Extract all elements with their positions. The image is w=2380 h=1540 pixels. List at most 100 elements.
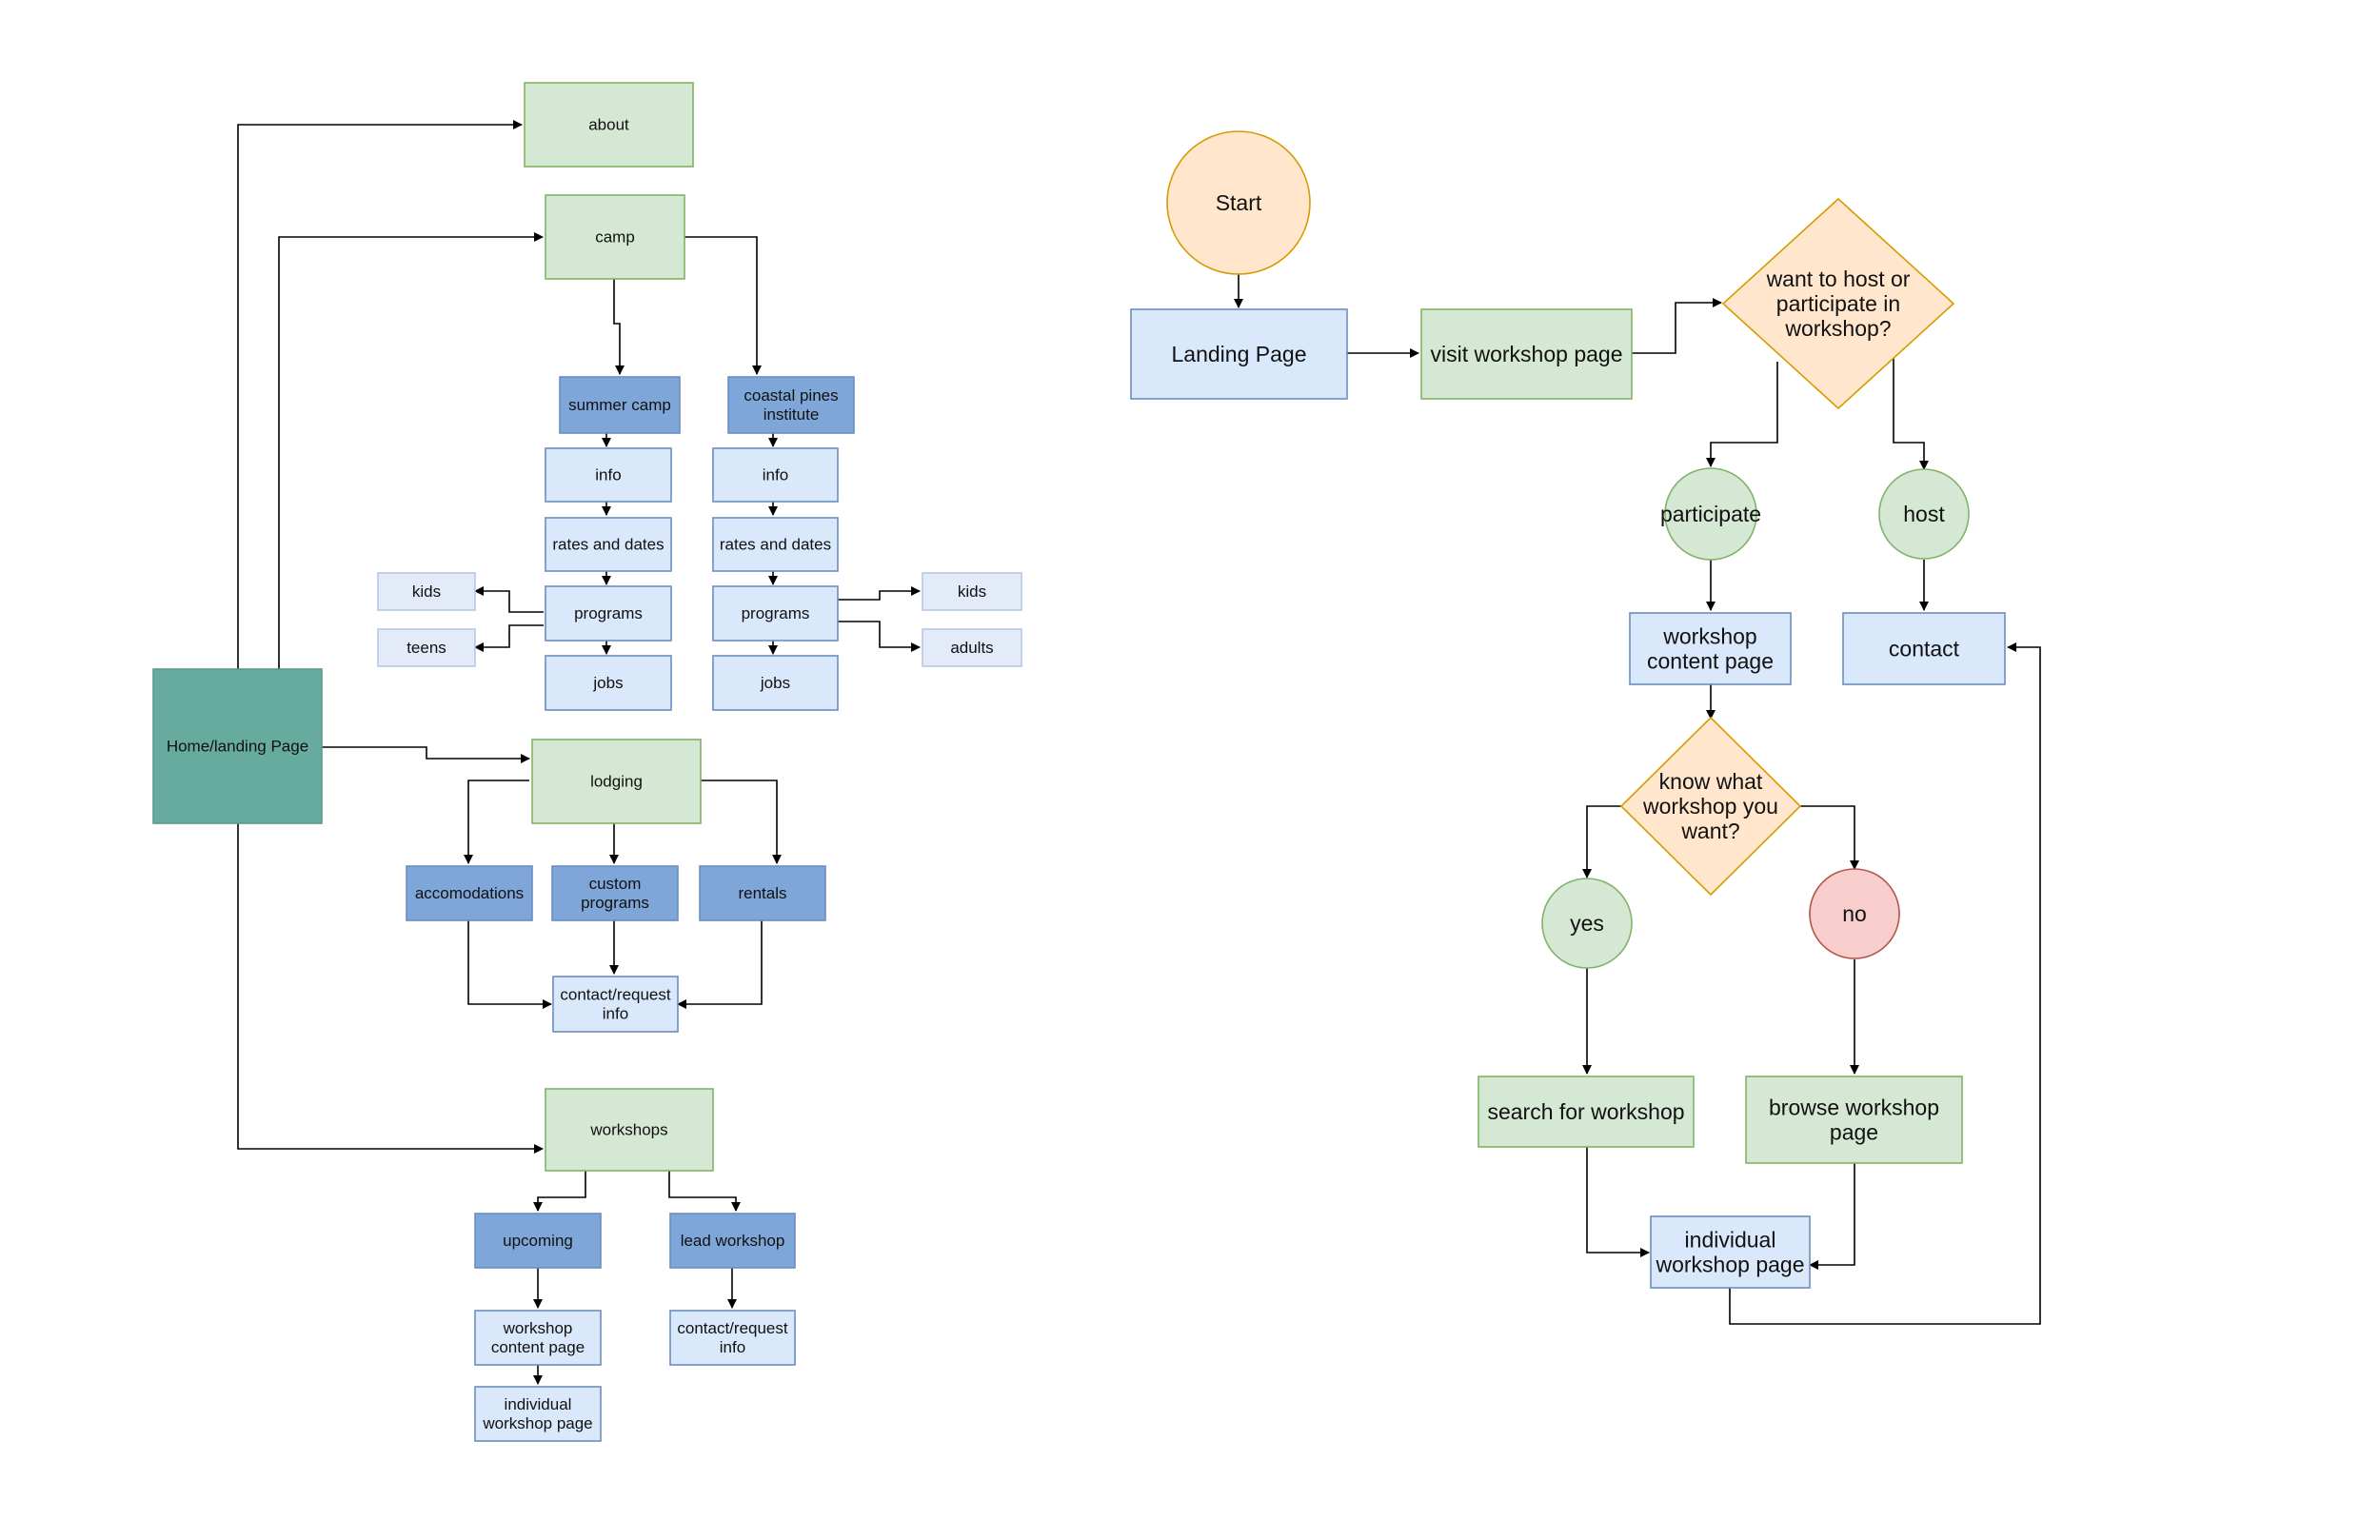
visit-workshop-page-node-label: visit workshop page — [1431, 342, 1623, 366]
summer-camp-node-label-line: summer camp — [568, 396, 671, 414]
upcoming-node-label-line: upcoming — [503, 1232, 573, 1250]
edge-sc-kids — [474, 586, 544, 613]
lodging-node-shape — [531, 739, 702, 824]
start-node-shape — [1166, 130, 1311, 275]
coastal-pines-rates-node: rates and dates — [712, 517, 839, 572]
coastal-pines-institute-node-shape — [727, 376, 855, 434]
summer-camp-jobs-node-label-line: jobs — [592, 674, 623, 692]
edge-home-lodging — [322, 746, 530, 763]
summer-camp-jobs-node-shape — [545, 655, 672, 711]
start-node-label: Start — [1216, 190, 1262, 215]
contact-node: contact — [1842, 612, 2006, 685]
workshop-content-page-node-flow-label-line: content page — [1647, 649, 1774, 674]
edge-camp-coastal — [684, 236, 762, 375]
yes-node: yes — [1541, 878, 1633, 969]
summer-camp-info-node-shape — [545, 447, 672, 503]
rentals-node-shape — [699, 865, 826, 921]
rentals-node-label: rentals — [738, 884, 786, 902]
search-for-workshop-node-label-line: search for workshop — [1487, 1099, 1684, 1124]
contact-node-label: contact — [1889, 637, 1960, 661]
landing-page-node: Landing Page — [1130, 308, 1348, 400]
summer-camp-kids-node-label: kids — [412, 582, 441, 601]
host-node-label-line: host — [1903, 502, 1945, 526]
coastal-pines-adults-node: adults — [922, 628, 1022, 667]
edge-know-yes — [1582, 805, 1623, 879]
edge-workshops-lead — [668, 1171, 741, 1212]
workshop-content-page-node-shape — [474, 1310, 602, 1366]
coastal-pines-programs-node-label-line: programs — [742, 604, 810, 622]
summer-camp-teens-node-label-line: teens — [407, 639, 446, 657]
summer-camp-rates-node-label-line: rates and dates — [552, 536, 664, 554]
no-node-shape — [1809, 868, 1900, 959]
landing-page-node-shape — [1130, 308, 1348, 400]
edge-individual-contact — [1729, 642, 2041, 1325]
edge-home-camp — [278, 232, 544, 669]
coastal-pines-adults-node-label: adults — [950, 639, 993, 657]
workshop-content-page-node-label-line: workshop — [503, 1319, 573, 1337]
edge-rentals-contact — [677, 920, 763, 1009]
decision-host-or-participate-label-line: want to host or — [1766, 267, 1911, 291]
summer-camp-programs-node: programs — [545, 585, 672, 642]
home-landing-page-node-label-line: Home/landing Page — [167, 738, 308, 756]
home-landing-page-node-shape — [152, 668, 323, 824]
individual-workshop-page-node-flow-label-line: individual — [1685, 1228, 1776, 1253]
summer-camp-jobs-node-label: jobs — [592, 674, 623, 692]
coastal-pines-programs-node-shape — [712, 585, 839, 642]
summer-camp-teens-node: teens — [377, 628, 476, 667]
upcoming-node-shape — [474, 1213, 602, 1269]
summer-camp-rates-node-label: rates and dates — [552, 536, 664, 554]
host-node-shape — [1878, 468, 1970, 560]
edge-lodging-accomodations — [464, 780, 529, 864]
lodging-contact-request-node-label-line: contact/request — [560, 986, 671, 1004]
yes-node-label-line: yes — [1570, 911, 1604, 936]
individual-workshop-page-node-flow-shape — [1650, 1215, 1811, 1289]
edge-home-about — [237, 120, 523, 669]
flowchart-connectors — [1234, 274, 2041, 1325]
summer-camp-rates-node: rates and dates — [545, 517, 672, 572]
lead-workshop-contact-node-label-line: contact/request — [677, 1319, 788, 1337]
start-node-label-line: Start — [1216, 190, 1262, 215]
browse-workshop-page-node-label-line: page — [1830, 1120, 1878, 1145]
browse-workshop-page-node-label-line: browse workshop — [1769, 1096, 1939, 1120]
decision-host-or-participate-label-line: participate in — [1776, 291, 1900, 316]
lodging-node: lodging — [531, 739, 702, 824]
summer-camp-rates-node-shape — [545, 517, 672, 572]
summer-camp-teens-node-shape — [377, 628, 476, 667]
camp-node-shape — [545, 194, 685, 280]
landing-page-node-label: Landing Page — [1172, 342, 1307, 366]
accomodations-node-shape — [406, 865, 533, 921]
about-node: about — [524, 82, 694, 168]
summer-camp-programs-node-label: programs — [574, 604, 643, 622]
edge-cp-adults — [838, 621, 921, 652]
decision-know-workshop-label-line: know what — [1659, 769, 1763, 794]
summer-camp-kids-node: kids — [377, 572, 476, 611]
decision-host-or-participate-label-line: workshop? — [1784, 316, 1891, 341]
summer-camp-info-node-label-line: info — [595, 466, 621, 484]
summer-camp-node-shape — [559, 376, 681, 434]
custom-programs-node-label-line: programs — [581, 894, 649, 912]
camp-node-label-line: camp — [595, 228, 635, 247]
custom-programs-node-label-line: custom — [589, 875, 642, 893]
summer-camp-programs-node-shape — [545, 585, 672, 642]
decision-host-or-participate-shape — [1721, 197, 1955, 410]
coastal-pines-info-node-shape — [712, 447, 839, 503]
camp-node: camp — [545, 194, 685, 280]
coastal-pines-info-node: info — [712, 447, 839, 503]
coastal-pines-adults-node-label-line: adults — [950, 639, 993, 657]
lodging-node-label: lodging — [590, 773, 643, 791]
decision-know-workshop-label-line: want? — [1680, 819, 1739, 843]
host-node-label: host — [1903, 502, 1945, 526]
search-for-workshop-node-shape — [1478, 1076, 1695, 1148]
no-node: no — [1809, 868, 1900, 959]
upcoming-node-label: upcoming — [503, 1232, 573, 1250]
